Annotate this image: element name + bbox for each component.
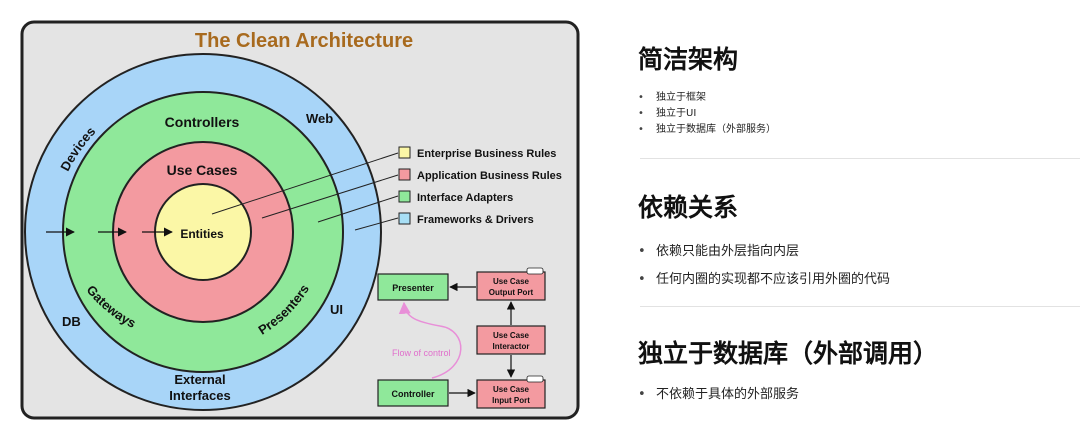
input-port-label-1: Use Case (493, 385, 530, 394)
legend-pointer (211, 152, 399, 215)
interactor-box (476, 325, 546, 355)
bullet-list: 独立于框架 独立于UI 独立于数据库（外部服务） (638, 90, 1078, 138)
section-clean-architecture: 简洁架构 独立于框架 独立于UI 独立于数据库（外部服务） (638, 40, 1078, 138)
bullet-item: 任何内圈的实现都不应该引用外圈的代码 (638, 266, 1078, 294)
legend-label: Application Business Rules (417, 170, 562, 182)
interactor-label-1: Use Case (493, 331, 530, 340)
interactor-label-2: Interactor (493, 342, 530, 351)
presenter-label: Presenter (392, 283, 434, 293)
flow-of-control-label: Flow of control (392, 348, 451, 358)
divider (640, 158, 1080, 159)
bullet-item: 不依赖于具体的外部服务 (638, 384, 1078, 406)
ring-label-db: DB (62, 314, 81, 329)
legend-label: Frameworks & Drivers (417, 214, 534, 226)
bullet-item: 独立于框架 (638, 90, 1078, 106)
section-title: 依赖关系 (638, 193, 739, 222)
diagram-title: The Clean Architecture (195, 30, 413, 52)
controller-box (377, 379, 449, 407)
legend-swatch (398, 190, 411, 203)
divider (640, 306, 1080, 307)
ring-label-use-cases: Use Cases (167, 162, 238, 178)
legend-pointer (261, 174, 399, 219)
ring-label-web: Web (306, 111, 333, 126)
interface-marker (526, 267, 544, 275)
bullet-item: 依赖只能由外层指向内层 (638, 238, 1078, 266)
flow-of-control-curve (398, 301, 462, 379)
legend-swatch (398, 212, 411, 225)
ring-label-ui: UI (330, 302, 343, 317)
output-port-box (476, 271, 546, 301)
bullet-item: 独立于数据库（外部服务） (638, 122, 1078, 138)
notes-panel: 简洁架构 独立于框架 独立于UI 独立于数据库（外部服务） 依赖关系 依赖只能由… (622, 0, 1080, 445)
legend-label: Enterprise Business Rules (417, 148, 556, 160)
ring-label-entities: Entities (180, 227, 224, 241)
ring-label-controllers: Controllers (165, 114, 240, 130)
flow-of-control-diagram: Presenter Use Case Output Port Use Case … (377, 267, 546, 409)
controller-label: Controller (391, 389, 434, 399)
section-title: 独立于数据库（外部调用） (638, 339, 939, 368)
section-database-independence: 独立于数据库（外部调用） 不依赖于具体的外部服务 (638, 334, 1078, 406)
legend-swatch (398, 146, 411, 159)
section-title: 简洁架构 (638, 45, 739, 74)
section-dependencies: 依赖关系 依赖只能由外层指向内层 任何内圈的实现都不应该引用外圈的代码 (638, 188, 1078, 294)
input-port-label-2: Input Port (492, 396, 530, 405)
legend-label: Interface Adapters (417, 192, 513, 204)
legend-swatch (398, 168, 411, 181)
input-port-box (476, 379, 546, 409)
bullet-list: 不依赖于具体的外部服务 (638, 384, 1078, 406)
ring-label-external-interfaces-2: Interfaces (169, 388, 230, 403)
presenter-box (377, 273, 449, 301)
clean-architecture-diagram: The Clean Architecture Devices Web DB UI… (20, 20, 580, 420)
interface-marker (526, 375, 544, 383)
output-port-label-1: Use Case (493, 277, 530, 286)
ring-label-external-interfaces-1: External (174, 372, 225, 387)
legend: Enterprise Business Rules Application Bu… (398, 146, 562, 226)
legend-pointer (317, 195, 399, 223)
bullet-list: 依赖只能由外层指向内层 任何内圈的实现都不应该引用外圈的代码 (638, 238, 1078, 294)
bullet-item: 独立于UI (638, 106, 1078, 122)
legend-pointer (354, 217, 399, 231)
output-port-label-2: Output Port (489, 288, 534, 297)
